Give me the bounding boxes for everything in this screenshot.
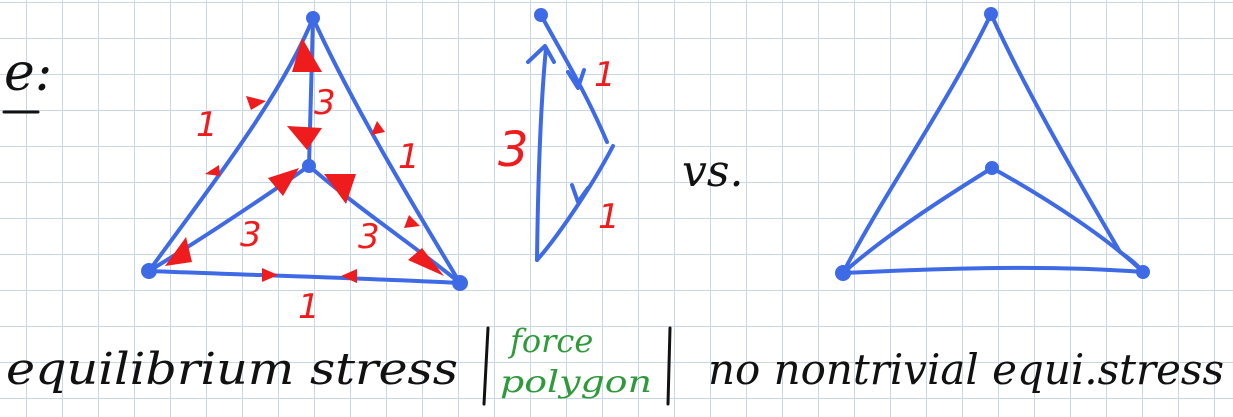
vertex-bottom-left	[835, 265, 851, 281]
edge-outer-left	[841, 12, 993, 275]
edge-outer-right	[311, 16, 462, 285]
stress-arrow-large	[324, 174, 356, 204]
stress-arrows	[165, 38, 444, 283]
stress-arrow-large	[408, 248, 444, 276]
edge-inner-top	[307, 16, 315, 168]
force-polygon-labels: 1 3 1	[498, 55, 620, 237]
edge-outer-left	[147, 16, 315, 273]
stress-arrow-small	[246, 96, 266, 110]
edge-inner-left	[841, 166, 994, 275]
caption-divider-right	[666, 326, 672, 406]
stress-arrow-small	[262, 268, 278, 282]
caption-divider-left	[482, 326, 490, 406]
edge-inner-right	[990, 166, 1145, 274]
force-label: 3	[498, 122, 529, 178]
caption-force-line1: force	[508, 322, 593, 360]
edge-inner-right	[307, 164, 462, 285]
edge-outer-bottom	[841, 265, 1145, 275]
stress-label: 1	[196, 105, 218, 145]
force-polygon-vertex	[534, 8, 548, 22]
stress-label: 1	[398, 137, 420, 177]
force-edge	[535, 46, 548, 262]
stress-arrow-large	[292, 38, 322, 72]
versus-label: vs.	[682, 146, 743, 197]
edge-outer-right	[989, 12, 1145, 274]
stress-arrow-large	[165, 237, 192, 266]
stress-arrow-small	[404, 215, 420, 228]
vertex-bottom-left	[141, 263, 157, 279]
vertex-top	[984, 7, 998, 21]
heading-fragment: e:	[4, 43, 52, 103]
stress-label: 1	[298, 287, 320, 327]
vertex-bottom-right	[452, 275, 468, 291]
vertex-bottom-right	[1136, 265, 1150, 279]
stress-arrow-small	[205, 165, 220, 176]
stress-label: 3	[240, 215, 262, 255]
stress-arrow-small	[341, 269, 357, 283]
force-arrow-icon	[526, 44, 556, 64]
caption-equilibrium-stress: equilibrium stress	[6, 344, 458, 395]
stress-arrow-large	[268, 168, 299, 196]
stress-label: 3	[314, 83, 336, 123]
unstressed-framework	[835, 7, 1150, 281]
vertex-top	[306, 11, 320, 25]
force-label: 1	[594, 55, 616, 95]
stress-label: 3	[358, 217, 380, 257]
vertex-center	[302, 159, 316, 173]
force-edge	[539, 13, 609, 144]
stress-arrow-large	[287, 126, 322, 150]
force-edge	[535, 144, 615, 262]
caption-no-nontrivial-stress: no nontrivial equi.stress	[708, 345, 1224, 394]
force-polygon	[526, 8, 615, 262]
force-label: 1	[598, 197, 620, 237]
force-arrow-icon	[570, 183, 590, 204]
force-arrow-icon	[566, 68, 586, 90]
caption-force-line2: polygon	[500, 365, 652, 400]
edge-outer-bottom	[147, 269, 462, 285]
stress-arrow-small	[371, 121, 385, 135]
stress-labels: 1 3 1 3 3 1	[196, 83, 420, 327]
vertex-center	[985, 161, 999, 175]
